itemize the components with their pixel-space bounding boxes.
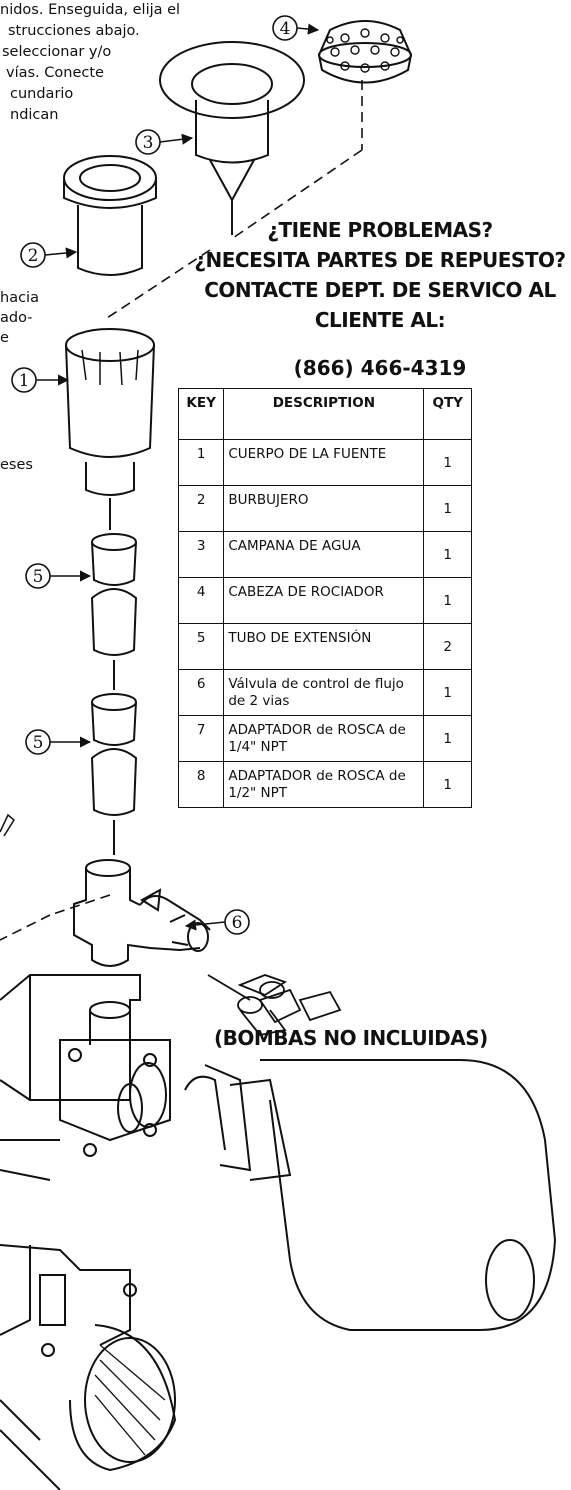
- header-description: DESCRIPTION: [223, 388, 425, 440]
- row-description: BURBUJERO: [223, 485, 425, 532]
- filter-sponge-illustration: [184, 1059, 557, 1331]
- pump-illustration: [0, 974, 171, 1181]
- callout-4: 4: [280, 19, 291, 39]
- support-phone-number: (866) 466-4319: [293, 356, 467, 380]
- table-row: 2 BURBUJERO 1: [177, 485, 472, 532]
- adapter-parts: [207, 974, 342, 1036]
- extension-tube-upper: [90, 533, 138, 690]
- callout-3: 3: [143, 133, 154, 153]
- row-key: 5: [177, 623, 225, 670]
- header-qty: QTY: [423, 388, 472, 440]
- bubbler-part: [63, 155, 157, 276]
- callout-1: 1: [19, 371, 30, 391]
- side-text-hacia: hacia: [0, 290, 39, 306]
- row-description: Válvula de control de flujo de 2 vias: [223, 669, 425, 716]
- row-description: CABEZA DE ROCIADOR: [223, 577, 425, 624]
- row-key: 6: [177, 669, 225, 716]
- water-bell-part: [159, 41, 305, 235]
- callout-circles: [11, 15, 298, 935]
- intro-line: cundario: [10, 86, 74, 102]
- lower-pump-illustration: [0, 1244, 177, 1490]
- row-qty: 1: [423, 715, 472, 762]
- intro-line: seleccionar y/o: [2, 44, 112, 60]
- callout-leaders: [36, 23, 320, 931]
- table-row: 3 CAMPANA DE AGUA 1: [177, 531, 472, 578]
- table-row: 7 ADAPTADOR de ROSCA de 1/4" NPT 1: [177, 715, 472, 762]
- support-heading-line-2: ¿NECESITA PARTES DE REPUESTO?: [194, 248, 566, 272]
- row-key: 4: [177, 577, 225, 624]
- header-key: KEY: [177, 388, 225, 440]
- callout-2: 2: [28, 246, 39, 266]
- parts-table: KEY DESCRIPTION QTY 1 CUERPO DE LA FUENT…: [177, 388, 472, 808]
- spray-head-part: [318, 20, 412, 84]
- row-description: CUERPO DE LA FUENTE: [223, 439, 425, 486]
- table-row: 5 TUBO DE EXTENSIÓN 2: [177, 623, 472, 670]
- row-key: 8: [177, 761, 225, 808]
- intro-paragraph: nidos. Enseguida, elija el strucciones a…: [0, 0, 250, 126]
- support-heading-line-3: CONTACTE DEPT. DE SERVICO AL: [204, 278, 556, 302]
- side-text-ado: ado-: [0, 310, 33, 326]
- row-qty: 2: [423, 623, 472, 670]
- intro-line: vías. Conecte: [6, 65, 104, 81]
- side-text-e: e: [0, 330, 9, 346]
- row-key: 2: [177, 485, 225, 532]
- support-heading-line-1: ¿TIENE PROBLEMAS?: [267, 218, 493, 242]
- flow-control-valve-part: [73, 859, 211, 967]
- row-key: 7: [177, 715, 225, 762]
- tool-sketch: [0, 813, 15, 837]
- row-qty: 1: [423, 485, 472, 532]
- row-qty: 1: [423, 439, 472, 486]
- row-description: ADAPTADOR de ROSCA de 1/2" NPT: [223, 761, 425, 808]
- table-row: 6 Válvula de control de flujo de 2 vias …: [177, 669, 472, 716]
- assembly-guide-lines: [0, 80, 363, 941]
- parts-table-header-row: KEY DESCRIPTION QTY: [177, 388, 472, 440]
- row-key: 3: [177, 531, 225, 578]
- fountain-body-part: [65, 328, 155, 530]
- row-description: CAMPANA DE AGUA: [223, 531, 425, 578]
- table-row: 4 CABEZA DE ROCIADOR 1: [177, 577, 472, 624]
- callout-5-upper: 5: [33, 567, 44, 587]
- intro-line: strucciones abajo.: [8, 23, 140, 39]
- row-description: TUBO DE EXTENSIÓN: [223, 623, 425, 670]
- row-qty: 1: [423, 669, 472, 716]
- table-row: 8 ADAPTADOR de ROSCA de 1/2" NPT 1: [177, 761, 472, 808]
- row-qty: 1: [423, 761, 472, 808]
- side-text-eses: eses: [0, 457, 33, 473]
- support-heading-line-4: CLIENTE AL:: [314, 308, 446, 332]
- pumps-not-included-note: (BOMBAS NO INCLUIDAS): [214, 1026, 488, 1050]
- intro-line: ndican: [10, 107, 59, 123]
- row-key: 1: [177, 439, 225, 486]
- row-qty: 1: [423, 577, 472, 624]
- callout-5-lower: 5: [33, 733, 44, 753]
- callout-6: 6: [232, 913, 243, 933]
- row-qty: 1: [423, 531, 472, 578]
- row-description: ADAPTADOR de ROSCA de 1/4" NPT: [223, 715, 425, 762]
- table-row: 1 CUERPO DE LA FUENTE 1: [177, 439, 472, 486]
- intro-line: nidos. Enseguida, elija el: [0, 2, 181, 18]
- extension-tube-lower: [90, 693, 138, 855]
